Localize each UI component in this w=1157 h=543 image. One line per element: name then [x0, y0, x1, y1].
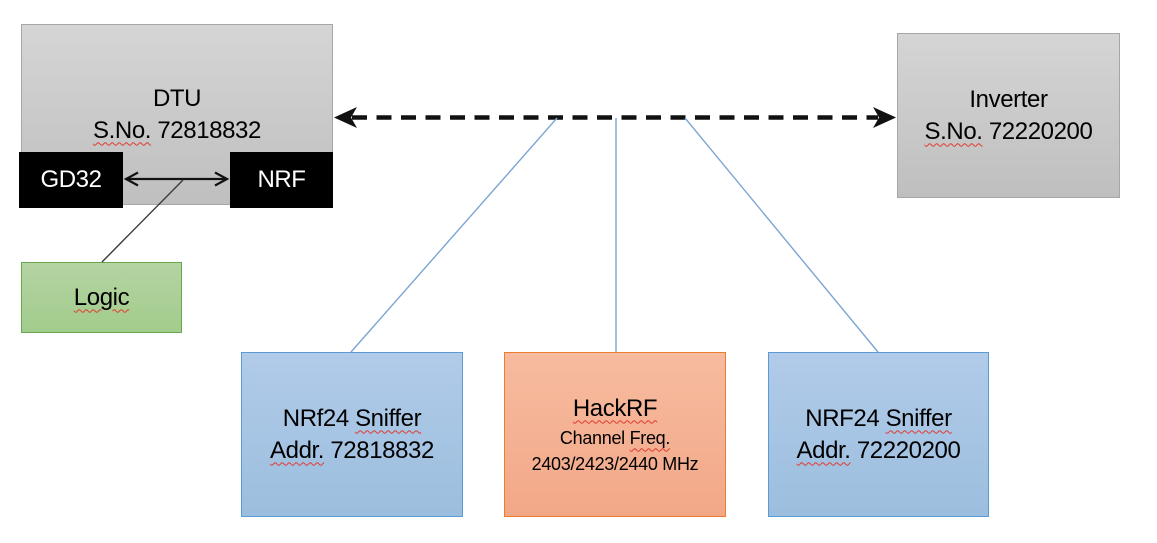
- tap-to-sniffer1-line: [350, 117, 558, 353]
- dtu-serial-prefix: S.No.: [93, 116, 152, 144]
- sniffer1-addr: Addr. 72818832: [270, 435, 434, 467]
- sniffer2-name-prefix: NRF24: [805, 404, 880, 432]
- sniffer2-name-word: Sniffer: [885, 404, 953, 432]
- inverter-title: Inverter: [969, 85, 1048, 113]
- logic-node: Logic: [21, 262, 182, 333]
- inverter-node: Inverter S.No. 72220200: [897, 33, 1120, 198]
- sniffer2-addr-number: 72220200: [856, 436, 961, 464]
- gd32-label: GD32: [40, 166, 102, 193]
- hackrf-channel-word: Channel: [559, 427, 625, 448]
- dtu-serial-number: 72818832: [157, 116, 261, 144]
- sniffer2-addr: Addr. 72220200: [797, 435, 961, 467]
- arrowhead-left-icon: [334, 107, 357, 128]
- sniffer1-name-word: Sniffer: [355, 404, 422, 432]
- sniffer2-addr-prefix: Addr.: [796, 436, 851, 464]
- inverter-serial-prefix: S.No.: [924, 117, 983, 145]
- gd32-node: GD32: [19, 152, 123, 208]
- nrf-label: NRF: [257, 166, 306, 193]
- hackrf-channel-freq: Channel Freq.: [560, 425, 670, 451]
- hackrf-frequencies: 2403/2423/2440 MHz: [531, 453, 699, 474]
- sniffer2-name: NRF24 Sniffer: [805, 403, 953, 435]
- sniffer2-node: NRF24 Sniffer Addr. 72220200: [768, 352, 989, 517]
- dtu-serial: S.No. 72818832: [93, 115, 261, 147]
- hackrf-title: HackRF: [572, 394, 658, 422]
- sniffer1-node: NRf24 Sniffer Addr. 72818832: [241, 352, 463, 517]
- sniffer1-addr-number: 72818832: [330, 436, 434, 464]
- inverter-serial-number: 72220200: [988, 117, 1093, 145]
- sniffer1-name-prefix: NRf24: [282, 404, 349, 432]
- dtu-title: DTU: [152, 84, 202, 112]
- sniffer1-addr-prefix: Addr.: [270, 436, 325, 464]
- dtu-inverter-dashed-arrow: [334, 107, 896, 128]
- inverter-serial: S.No. 72220200: [925, 116, 1093, 148]
- nrf-node: NRF: [230, 152, 333, 208]
- tap-to-sniffer2-line: [684, 117, 879, 353]
- hackrf-node: HackRF Channel Freq. 2403/2423/2440 MHz: [504, 352, 726, 517]
- sniffer1-name: NRf24 Sniffer: [282, 403, 422, 435]
- arrowhead-right-icon: [873, 107, 896, 128]
- logic-label: Logic: [73, 283, 130, 311]
- hackrf-freq-word: Freq.: [629, 427, 671, 448]
